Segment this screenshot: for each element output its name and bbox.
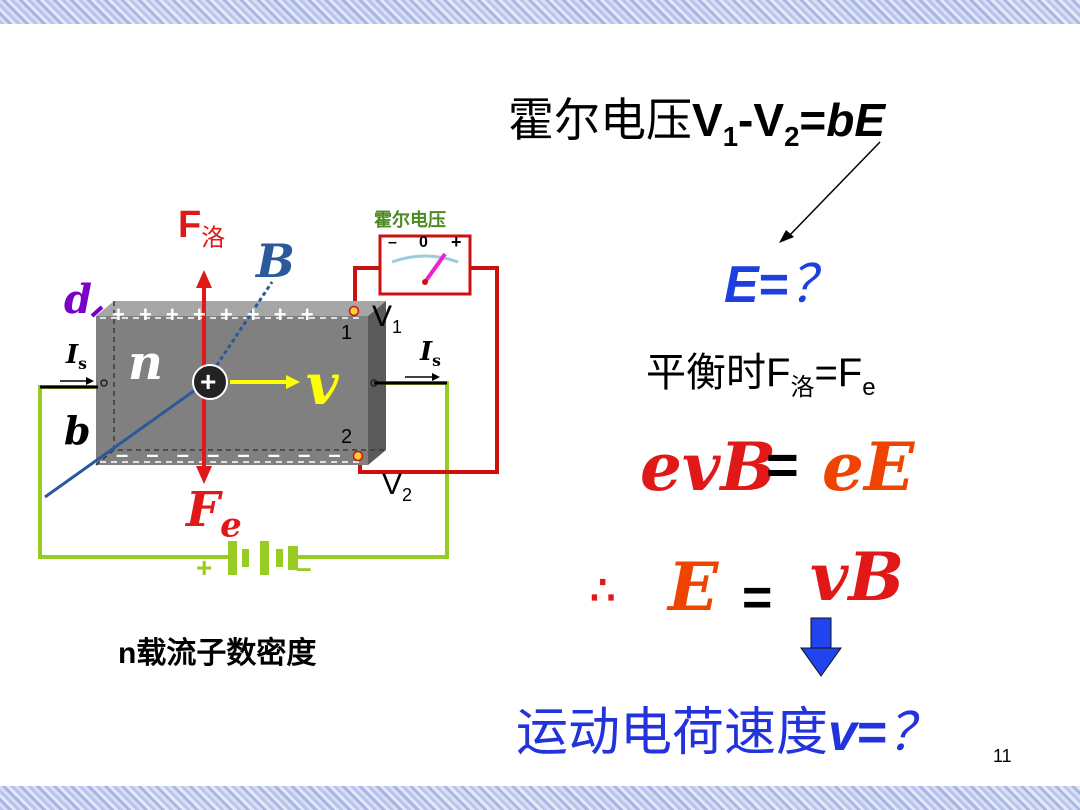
positive-charge <box>192 364 228 400</box>
voltmeter-needle <box>423 252 447 284</box>
current-right-label: Is <box>420 337 441 371</box>
terminal-2 <box>352 450 364 462</box>
ee-term: eE <box>822 428 915 506</box>
electric-force-label: Fe <box>186 482 242 546</box>
pointer-arrow <box>786 141 881 239</box>
voltmeter-wire-top <box>353 266 380 310</box>
charge-symbol: + <box>200 366 217 397</box>
charge-velocity-question: 运动电荷速度v=？ <box>516 704 940 762</box>
carrier-density-symbol: n <box>128 335 163 391</box>
down-arrow-icon <box>800 617 842 677</box>
e-result: E <box>668 548 719 626</box>
width-label: b <box>64 408 91 453</box>
velocity-label: v <box>306 352 339 418</box>
current-left-label: Is <box>66 340 87 374</box>
battery-plus: + <box>196 552 213 583</box>
hall-voltage-formula: 霍尔电压V1-V2=bE <box>508 94 886 153</box>
meter-plus: + <box>451 232 462 252</box>
magnetic-field-line <box>44 381 206 499</box>
therefore-symbol: ∴ <box>590 569 616 613</box>
lorentz-force-label: F洛 <box>178 204 226 252</box>
voltmeter-wire-right <box>358 266 499 474</box>
v1-label: V1 <box>372 300 403 337</box>
v2-label: V2 <box>382 468 413 505</box>
equals-sign-2: = <box>742 569 773 627</box>
point-2-label: 2 <box>341 426 353 448</box>
point-1-label: 1 <box>341 322 353 344</box>
evb-term: evB <box>640 428 777 506</box>
vb-term: vB <box>810 538 905 616</box>
top-decorative-band <box>0 0 1080 24</box>
hall-voltage-meter-title: 霍尔电压 <box>374 210 446 230</box>
bottom-decorative-band <box>0 786 1080 810</box>
terminal-1 <box>348 305 360 317</box>
page-number: 11 <box>993 746 1012 766</box>
meter-minus: – <box>388 234 397 251</box>
battery-minus: – <box>296 552 312 583</box>
plate-top-face <box>96 301 386 316</box>
thickness-label: d <box>64 276 92 323</box>
caption: n载流子数密度 <box>118 637 317 670</box>
balance-condition: 平衡时F洛=Fe <box>646 351 876 401</box>
negative-charges: – – – – – – – – <box>116 442 347 467</box>
equals-sign: = <box>766 433 799 496</box>
e-question: E=？ <box>724 256 842 314</box>
meter-zero: 0 <box>419 234 428 251</box>
voltmeter-scale <box>391 254 459 264</box>
positive-charges: + + + + + + + + <box>112 302 318 327</box>
battery-icon <box>228 541 298 575</box>
magnetic-field-label: B <box>256 234 295 288</box>
